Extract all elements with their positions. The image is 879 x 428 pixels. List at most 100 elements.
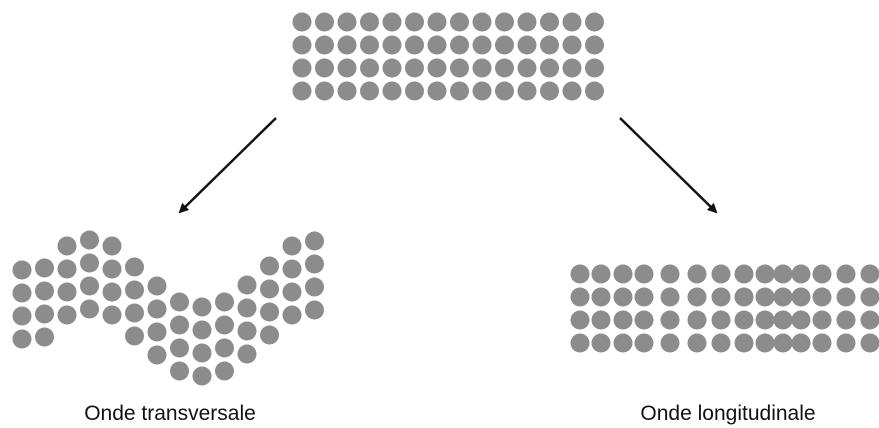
transverse-particle — [125, 280, 144, 300]
rest-particle — [562, 12, 582, 32]
rest-particle — [382, 58, 402, 78]
longitudinal-particle — [660, 333, 680, 353]
transverse-particle — [305, 231, 324, 251]
longitudinal-particle — [591, 333, 611, 353]
transverse-particle — [305, 300, 324, 320]
transverse-particle — [192, 320, 212, 340]
transverse-particle — [305, 254, 324, 274]
transverse-particle — [35, 304, 54, 324]
longitudinal-particle — [812, 310, 832, 330]
rest-particle — [472, 58, 492, 78]
rest-particle — [495, 81, 514, 101]
transverse-particle — [35, 327, 54, 347]
longitudinal-particle — [634, 264, 654, 284]
transverse-particle — [192, 366, 212, 386]
transverse-particle — [215, 292, 234, 312]
rest-particle — [585, 81, 604, 101]
rest-particle — [450, 35, 469, 55]
rest-particle — [360, 35, 379, 55]
rest-particle — [382, 12, 402, 32]
longitudinal-particle — [687, 287, 707, 307]
longitudinal-particle — [570, 333, 590, 353]
longitudinal-particle — [711, 287, 731, 307]
transverse-particle — [260, 279, 279, 299]
longitudinal-wave-label: Onde longitudinale — [640, 402, 815, 425]
transverse-particle — [260, 256, 279, 276]
rest-particle — [405, 35, 424, 55]
rest-particle — [315, 12, 334, 32]
longitudinal-particle — [687, 333, 707, 353]
transverse-particle — [102, 236, 122, 256]
transverse-particle — [12, 306, 32, 326]
transverse-particle — [192, 343, 212, 363]
longitudinal-particle — [613, 333, 633, 353]
rest-particle — [292, 58, 312, 78]
rest-particle — [360, 58, 379, 78]
transverse-particle — [170, 338, 189, 358]
longitudinal-particle — [613, 310, 633, 330]
rest-particle — [517, 12, 537, 32]
rest-particle — [382, 35, 402, 55]
rest-particle — [540, 12, 559, 32]
transverse-particle — [147, 322, 167, 342]
transverse-particle — [215, 361, 234, 381]
longitudinal-particle — [755, 287, 775, 307]
longitudinal-particle — [755, 264, 775, 284]
rest-particle — [427, 35, 447, 55]
longitudinal-particle — [711, 264, 731, 284]
longitudinal-particle — [812, 333, 832, 353]
transverse-particle — [147, 345, 167, 365]
rest-particle — [540, 35, 559, 55]
rest-particle — [585, 35, 604, 55]
rest-particle — [450, 12, 469, 32]
longitudinal-particle — [734, 287, 754, 307]
rest-particle — [337, 81, 357, 101]
rest-particle — [292, 81, 312, 101]
rest-particle — [360, 81, 379, 101]
transverse-particle — [125, 257, 144, 277]
longitudinal-particle — [812, 264, 832, 284]
longitudinal-particle — [613, 264, 633, 284]
transverse-particle — [80, 299, 99, 319]
longitudinal-particle — [773, 264, 793, 284]
transverse-particle — [170, 315, 189, 335]
longitudinal-particle — [591, 287, 611, 307]
longitudinal-particle — [836, 333, 856, 353]
rest-particle — [472, 12, 492, 32]
rest-particle — [495, 12, 514, 32]
transverse-particle — [170, 292, 189, 312]
rest-particle — [337, 58, 357, 78]
longitudinal-particle — [791, 287, 811, 307]
rest-particle — [315, 35, 334, 55]
rest-particle — [517, 81, 537, 101]
transverse-particle — [57, 305, 77, 325]
transverse-particle — [80, 253, 99, 273]
transverse-particle — [282, 282, 302, 302]
rest-particle — [292, 12, 312, 32]
longitudinal-particle — [634, 287, 654, 307]
longitudinal-particle — [812, 287, 832, 307]
transverse-particle — [12, 283, 32, 303]
longitudinal-particle — [591, 310, 611, 330]
rest-particle — [517, 35, 537, 55]
longitudinal-wave-particles — [570, 264, 879, 353]
rest-particle — [315, 81, 334, 101]
longitudinal-particle — [836, 310, 856, 330]
transverse-particle — [147, 299, 167, 319]
rest-particle — [292, 35, 312, 55]
arrow-to-longitudinal — [619, 117, 718, 214]
rest-particle — [450, 58, 469, 78]
transverse-wave-label: Onde transversale — [84, 402, 256, 425]
longitudinal-particle — [755, 310, 775, 330]
rest-particle — [495, 58, 514, 78]
rest-particle — [562, 58, 582, 78]
rest-particle — [585, 12, 604, 32]
longitudinal-particle — [734, 310, 754, 330]
transverse-particle — [282, 305, 302, 325]
transverse-particle — [102, 282, 122, 302]
rest-particle — [337, 12, 357, 32]
longitudinal-particle — [570, 264, 590, 284]
rest-particle — [315, 58, 334, 78]
longitudinal-particle — [773, 333, 793, 353]
rest-particle — [360, 12, 379, 32]
